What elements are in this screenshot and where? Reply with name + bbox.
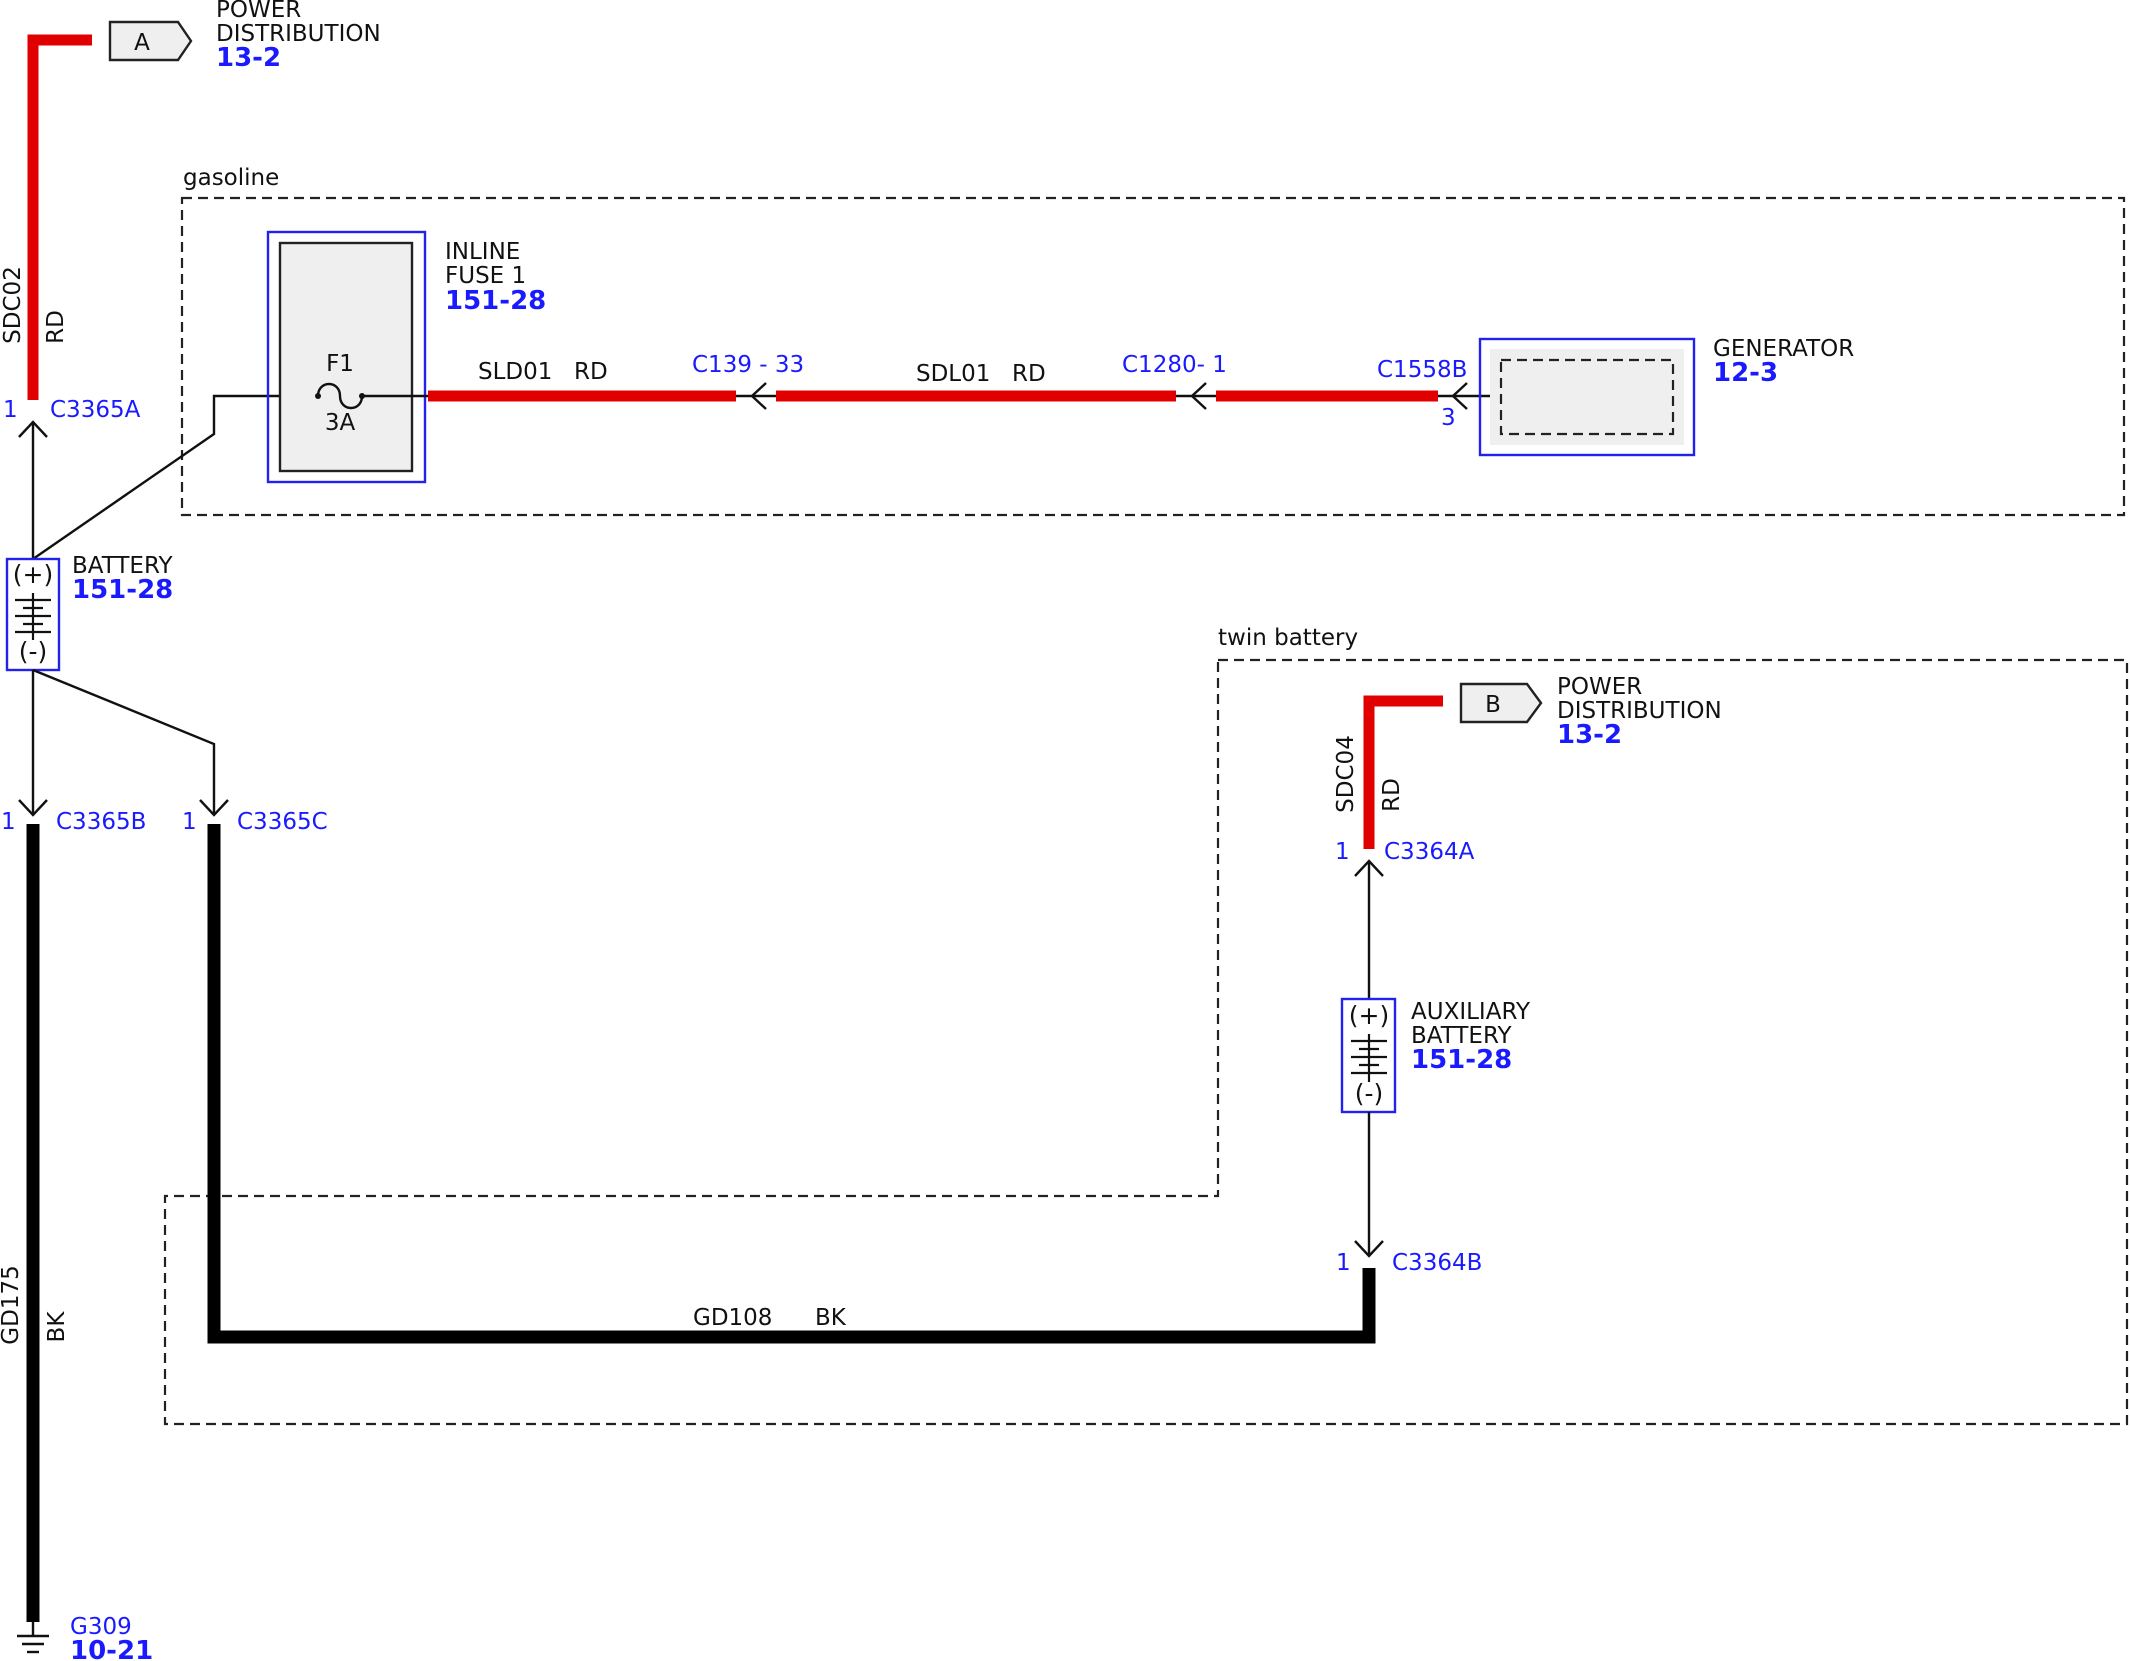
- battery-label: BATTERY: [72, 553, 173, 579]
- connector-a-symbol[interactable]: [108, 20, 193, 62]
- sdc04-circuit-label: SDC04: [1333, 735, 1359, 813]
- gd108-wire[interactable]: [207, 824, 1376, 1344]
- aux-battery-label-line2: BATTERY: [1411, 1023, 1512, 1049]
- aux-battery-positive-label: (+): [1349, 1001, 1389, 1030]
- generator-ref-link[interactable]: 12-3: [1713, 358, 1778, 388]
- power-distribution-b-label-line2: DISTRIBUTION: [1557, 698, 1722, 724]
- sdl01-circuit-label: SDL01: [916, 361, 990, 387]
- generator[interactable]: [1478, 337, 1696, 457]
- c3364b-connector-symbol: [1354, 1240, 1384, 1258]
- fuse-terminal-left: [315, 393, 321, 399]
- sdl01-color-label: RD: [1012, 361, 1046, 387]
- c3365b-connector-symbol: [18, 799, 48, 817]
- c3364b-pin: 1: [1336, 1250, 1351, 1276]
- gasoline-zone: [180, 196, 2126, 517]
- c1280-connector-label[interactable]: C1280- 1: [1122, 352, 1227, 378]
- c3365a-connector-label[interactable]: C3365A: [50, 397, 141, 423]
- c3364a-connector-label[interactable]: C3364A: [1384, 839, 1475, 865]
- battery-cells-icon: [15, 593, 51, 640]
- power-distribution-a-label-line1: POWER: [216, 0, 301, 23]
- power-distribution-b-connector[interactable]: B: [1459, 682, 1543, 724]
- twin-battery-zone-label: twin battery: [1218, 625, 1358, 651]
- c3364a-pin: 1: [1335, 839, 1350, 865]
- gd175-color-label: BK: [44, 1311, 70, 1343]
- inline-fuse-label-line2: FUSE 1: [445, 263, 526, 289]
- power-distribution-b-label-line1: POWER: [1557, 674, 1642, 700]
- power-distribution-a-label-line2: DISTRIBUTION: [216, 21, 381, 47]
- gd108-color-label: BK: [815, 1305, 847, 1331]
- ground-ref-link[interactable]: 10-21: [70, 1636, 153, 1661]
- sld01-circuit-label: SLD01: [478, 359, 552, 385]
- c1558b-connector-symbol: [1451, 382, 1468, 410]
- fuse-id: F1: [326, 351, 354, 377]
- aux-battery-ref-link[interactable]: 151-28: [1411, 1045, 1512, 1075]
- twin-battery-zone: [163, 658, 2129, 1426]
- sdc02-wire[interactable]: [27, 34, 92, 400]
- battery-to-c3365c-wire: [32, 668, 216, 815]
- battery-negative-label: (-): [19, 637, 48, 666]
- sdc02-color-label: RD: [43, 310, 69, 344]
- connector-b-symbol[interactable]: [1459, 682, 1543, 724]
- inline-fuse-label-line1: INLINE: [445, 239, 520, 265]
- inline-fuse-1[interactable]: [266, 230, 427, 484]
- power-distribution-a-connector[interactable]: A: [108, 20, 193, 62]
- fuse-rating: 3A: [325, 410, 356, 436]
- aux-battery-cells-icon: [1351, 1034, 1387, 1082]
- c3365b-connector-label[interactable]: C3365B: [56, 809, 146, 835]
- c1558b-connector-label[interactable]: C1558B: [1377, 357, 1467, 383]
- c3365c-connector-symbol: [199, 799, 229, 817]
- gd175-circuit-label: GD175: [0, 1265, 24, 1344]
- c3365c-pin: 1: [182, 809, 197, 835]
- ground-g309-label[interactable]: G309: [70, 1614, 132, 1640]
- connector-a-letter: A: [134, 30, 150, 56]
- sdc02-circuit-label: SDC02: [0, 266, 26, 344]
- c3365a-pin: 1: [3, 397, 18, 423]
- connector-b-letter: B: [1485, 692, 1501, 718]
- battery-ref-link[interactable]: 151-28: [72, 575, 173, 605]
- inline-fuse-body: [278, 241, 414, 473]
- c1558b-pin: 3: [1441, 405, 1456, 431]
- inline-fuse-ref-link[interactable]: 151-28: [445, 286, 546, 316]
- c139-connector-symbol: [750, 382, 767, 410]
- aux-battery-negative-label: (-): [1355, 1079, 1384, 1108]
- battery-positive-label: (+): [13, 560, 53, 589]
- gd108-circuit-label: GD108: [693, 1305, 772, 1331]
- sdc04-wire[interactable]: [1363, 695, 1443, 849]
- generator-label: GENERATOR: [1713, 336, 1854, 362]
- c1280-connector-symbol: [1190, 382, 1207, 410]
- sld01-color-label: RD: [574, 359, 608, 385]
- battery-to-fuse-wire: [32, 394, 314, 560]
- aux-battery-label-line1: AUXILIARY: [1411, 999, 1531, 1025]
- generator-inner-dashed: [1499, 358, 1675, 436]
- gasoline-zone-label: gasoline: [183, 165, 279, 191]
- c3365c-connector-label[interactable]: C3365C: [237, 809, 328, 835]
- ground-icon: [17, 1622, 49, 1654]
- fuse-icon: [316, 382, 364, 410]
- power-distribution-b-ref-link[interactable]: 13-2: [1557, 720, 1622, 750]
- power-distribution-a-ref-link[interactable]: 13-2: [216, 43, 281, 73]
- generator-body: [1490, 349, 1684, 445]
- c3365b-pin: 1: [1, 809, 16, 835]
- c139-connector-label[interactable]: C139 - 33: [692, 352, 804, 378]
- sdc04-color-label: RD: [1379, 778, 1405, 812]
- c3364b-connector-label[interactable]: C3364B: [1392, 1250, 1482, 1276]
